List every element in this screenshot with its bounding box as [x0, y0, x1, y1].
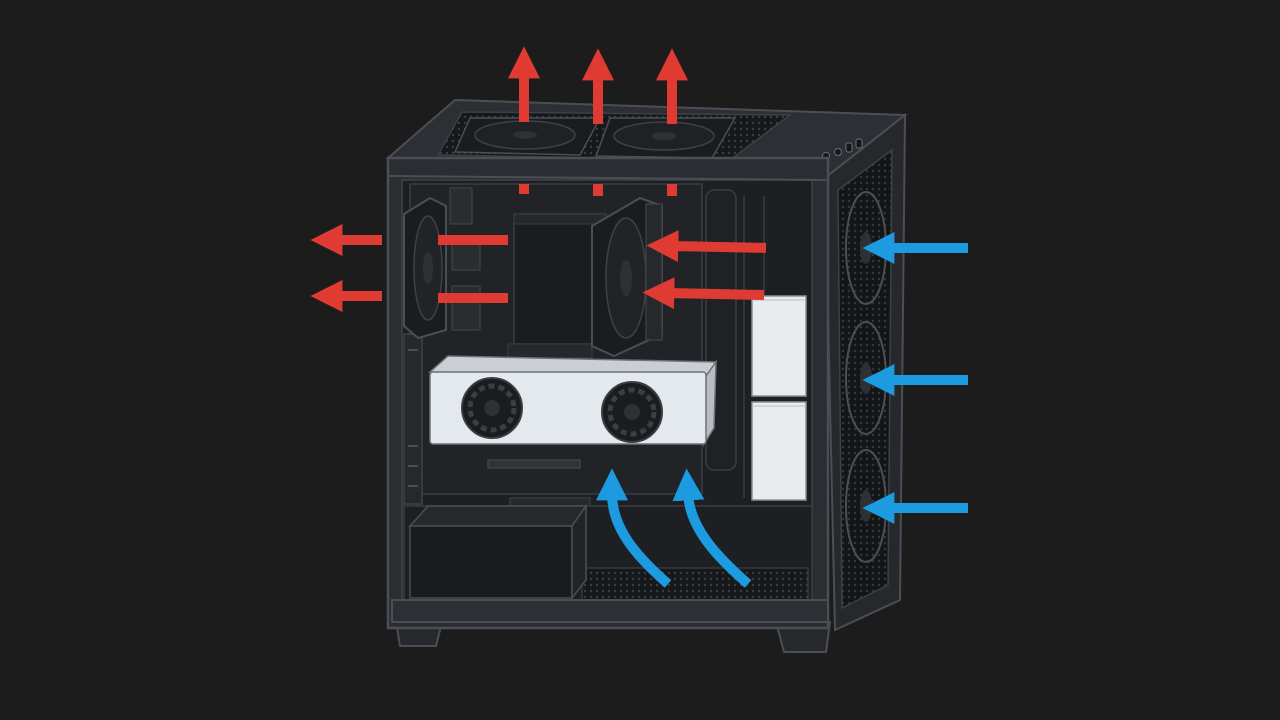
- intake-arrows-bottom: [596, 468, 752, 588]
- exhaust-arrows-top: [507, 46, 689, 196]
- cpu-cooler: [507, 213, 607, 359]
- arrow-icon: [672, 468, 752, 588]
- power-supply: [408, 503, 588, 601]
- intake-arrows-front: [862, 231, 968, 525]
- top-fan-2: [594, 117, 737, 159]
- drive-bay-cage: [751, 295, 807, 501]
- exhaust-arrows-rear: [310, 223, 508, 313]
- arrow-icon: [646, 230, 767, 263]
- cooler-airflow-arrows: [642, 230, 767, 310]
- gpu-fan-left: [461, 377, 523, 439]
- top-fan-1: [453, 117, 602, 156]
- case-front-panel: [823, 112, 907, 632]
- gpu-fan-right: [601, 381, 663, 443]
- cooler-fan: [591, 196, 663, 358]
- rear-exhaust-fan: [403, 196, 447, 340]
- arrow-icon: [596, 468, 672, 588]
- arrow-icon: [642, 277, 765, 310]
- graphics-card: [428, 355, 718, 447]
- rear-io-bracket: [403, 333, 423, 505]
